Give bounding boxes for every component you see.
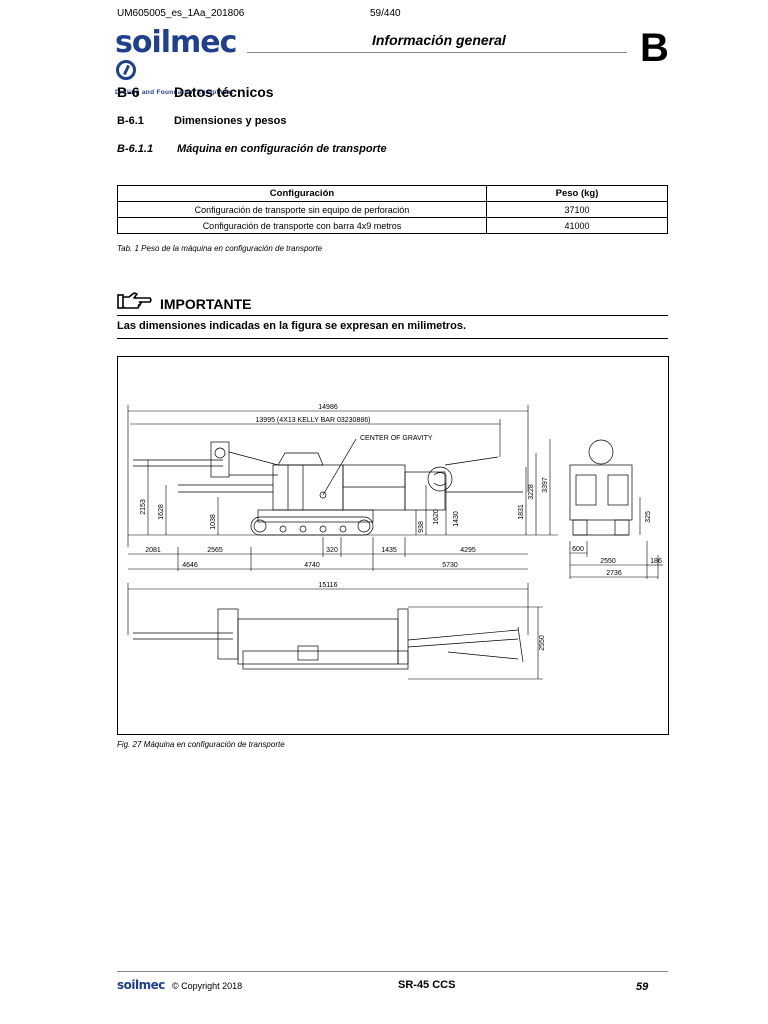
- page-number: 59: [636, 981, 649, 993]
- dim-h-1628: 1628: [158, 504, 165, 520]
- dim-top-width: 2550: [539, 635, 546, 651]
- heading-text: Máquina en configuración de transporte: [177, 143, 387, 155]
- pointing-hand-icon: [117, 292, 152, 309]
- footer-rule: [117, 971, 668, 972]
- side-view: [133, 438, 523, 536]
- dim-h-2153: 2153: [140, 499, 147, 515]
- heading-number: B-6.1.1: [117, 143, 154, 155]
- dim-l-2565: 2565: [207, 547, 223, 554]
- footer-logo: soilmec: [117, 978, 165, 992]
- model-name: SR-45 CCS: [398, 979, 456, 991]
- figure-caption: Fig. 27 Máquina en configuración de tran…: [117, 740, 285, 749]
- config-cell: Configuración de transporte con barra 4x…: [117, 217, 487, 234]
- logo-word: soilmec: [115, 25, 237, 60]
- weight-cell: 37100: [486, 201, 668, 218]
- config-cell: Configuración de transporte sin equipo d…: [117, 201, 487, 218]
- important-text: Las dimensiones indicadas en la figura s…: [117, 320, 467, 332]
- figure-box: 14986 13995 (4X13 KELLY BAR 03230886) CE…: [117, 356, 669, 735]
- front-view: [569, 439, 633, 536]
- dim-cog-label: CENTER OF GRAVITY: [360, 435, 433, 442]
- soilmec-logo: soilmec Drilling and Foundation Equipmen…: [115, 25, 243, 97]
- side-view-dimensions: [127, 405, 558, 571]
- dimension-labels: 14986 13995 (4X13 KELLY BAR 03230886) CE…: [140, 404, 662, 651]
- dim-h-938: 938: [418, 521, 425, 533]
- weights-table: Configuración Peso (kg) Configuración de…: [117, 185, 668, 234]
- table-row: Configuración de transporte sin equipo d…: [117, 201, 668, 218]
- dim-l-1435: 1435: [381, 547, 397, 554]
- transport-drawing: 14986 13995 (4X13 KELLY BAR 03230886) CE…: [127, 404, 663, 680]
- dim-total-length: 14986: [318, 404, 338, 411]
- dim-top-length: 15116: [319, 582, 338, 589]
- heading-b6: B-6 Datos técnicos: [117, 84, 274, 100]
- heading-text: Datos técnicos: [174, 84, 274, 100]
- logo-tagline: Drilling and Foundation Equipment: [115, 89, 234, 96]
- document-code: UM605005_es_1Aa_201806: [117, 8, 245, 19]
- dim-kelly-bar: 13995 (4X13 KELLY BAR 03230886): [256, 417, 371, 424]
- dim-w-2550: 2550: [600, 558, 616, 565]
- header-rule: [247, 52, 627, 53]
- table-caption: Tab. 1 Peso de la máquina en configuraci…: [117, 244, 323, 253]
- dim-h-1430: 1430: [453, 511, 460, 527]
- dim-l-4740: 4740: [304, 562, 320, 569]
- table-row: Configuración de transporte con barra 4x…: [117, 217, 668, 234]
- dim-h-3228: 3228: [528, 484, 535, 500]
- copyright: © Copyright 2018: [172, 981, 243, 991]
- dim-w-2736: 2736: [606, 570, 622, 577]
- dim-h-1038: 1038: [210, 514, 217, 530]
- heading-number: B-6.1: [117, 115, 144, 127]
- page-reference: 59/440: [370, 8, 401, 19]
- top-view-dimensions: [127, 583, 543, 680]
- important-title: IMPORTANTE: [160, 296, 252, 312]
- dim-h-1831: 1831: [518, 504, 525, 520]
- logo-o-icon: [116, 60, 136, 80]
- dim-h-3397: 3397: [542, 477, 549, 493]
- dim-l-5730: 5730: [442, 562, 458, 569]
- heading-b611: B-6.1.1 Máquina en configuración de trans…: [117, 143, 387, 155]
- dim-w-186: 186: [650, 558, 662, 565]
- dim-l-2081: 2081: [145, 547, 161, 554]
- dim-l-4646: 4646: [182, 562, 198, 569]
- heading-b61: B-6.1 Dimensiones y pesos: [117, 115, 287, 127]
- dim-h-325: 325: [645, 511, 652, 523]
- column-header-weight: Peso (kg): [486, 185, 668, 202]
- dim-l-320: 320: [326, 547, 338, 554]
- front-view-dimensions: [569, 497, 663, 579]
- heading-text: Dimensiones y pesos: [174, 115, 287, 127]
- top-view: [133, 608, 524, 670]
- section-title: Información general: [372, 32, 506, 48]
- dim-h-1620: 1620: [433, 509, 440, 525]
- column-header-config: Configuración: [117, 185, 487, 202]
- section-letter: B: [640, 26, 669, 70]
- notice-rule-top: [117, 315, 668, 316]
- notice-rule-bottom: [117, 338, 668, 339]
- heading-number: B-6: [117, 84, 140, 100]
- dim-w-600: 600: [572, 546, 584, 553]
- weight-cell: 41000: [486, 217, 668, 234]
- dim-l-4295: 4295: [460, 547, 476, 554]
